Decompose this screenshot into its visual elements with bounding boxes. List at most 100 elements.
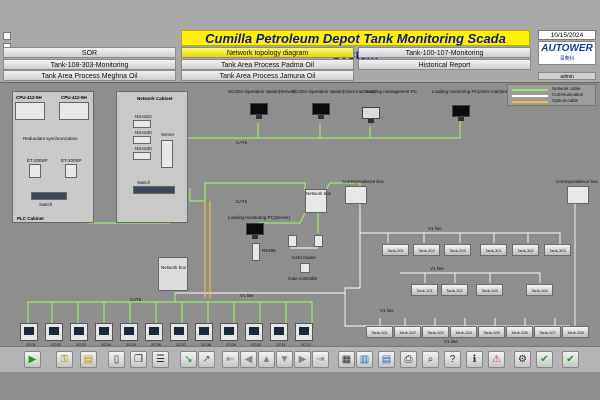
et200-2-label: ET-200SP bbox=[61, 158, 82, 163]
window-restore-icon[interactable] bbox=[3, 32, 11, 40]
zc02-panel[interactable]: ZC02 bbox=[45, 323, 63, 347]
previous-icon[interactable]: ◀ bbox=[240, 351, 257, 368]
nav-historical-report-button[interactable]: Historical Report bbox=[358, 59, 531, 70]
zc07-panel[interactable]: ZC07 bbox=[170, 323, 188, 347]
cpu-module-2[interactable] bbox=[59, 102, 89, 120]
first-page-icon[interactable]: ⇤ bbox=[222, 351, 239, 368]
tank-row2-2[interactable]: Tank-102 bbox=[441, 284, 468, 296]
next-icon[interactable]: ▶ bbox=[294, 351, 311, 368]
cpu-module-1[interactable] bbox=[15, 102, 45, 120]
zc09-panel[interactable]: ZC09 bbox=[220, 323, 238, 347]
plc-switch[interactable] bbox=[31, 192, 67, 200]
folder-icon[interactable]: ▤ bbox=[80, 351, 97, 368]
zc05-panel[interactable]: ZC05 bbox=[120, 323, 138, 347]
tank-row3-7[interactable]: Tank-107 bbox=[534, 326, 561, 338]
zc04-panel[interactable]: ZC04 bbox=[95, 323, 113, 347]
nav-meghna-oil-button[interactable]: Tank Area Process Meghna Oil bbox=[3, 70, 176, 81]
zc12-panel[interactable]: ZC12 bbox=[295, 323, 313, 347]
correspondence-box-right[interactable] bbox=[567, 186, 589, 204]
tank-203[interactable]: Tank-203 bbox=[444, 244, 471, 256]
tank-row3-3[interactable]: Tank-103 bbox=[422, 326, 449, 338]
et200-module-2[interactable] bbox=[65, 164, 77, 178]
print-icon[interactable]: ⎙ bbox=[400, 351, 417, 368]
correspondence-box-left-label: Correspondence box bbox=[342, 179, 384, 184]
cat6-label-3: CAT6 bbox=[130, 297, 142, 302]
search-icon[interactable]: ⌕ bbox=[422, 351, 439, 368]
nsa630-unit-2[interactable] bbox=[133, 152, 151, 160]
user-indicator[interactable]: admin bbox=[538, 72, 596, 80]
play-icon[interactable]: ▶ bbox=[24, 351, 41, 368]
tank-row3-2[interactable]: Tank-102 bbox=[394, 326, 421, 338]
zc10-panel[interactable]: ZC10 bbox=[245, 323, 263, 347]
zc01-panel[interactable]: ZC01 bbox=[20, 323, 38, 347]
nav-padma-oil-button[interactable]: Tank Area Process Padma Oil bbox=[181, 59, 354, 70]
tank-row2-3[interactable]: Tank-103 bbox=[476, 284, 503, 296]
nsa822-unit[interactable] bbox=[133, 120, 151, 128]
plc-cabinet[interactable]: CPU-412-5H CPU-412-5H Redundant synchron… bbox=[12, 91, 94, 223]
arrow-up-right-icon[interactable]: ↗ bbox=[198, 351, 215, 368]
list-icon[interactable]: ☰ bbox=[152, 351, 169, 368]
tank-row3-6[interactable]: Tank-106 bbox=[506, 326, 533, 338]
key-icon[interactable]: ⚿ bbox=[56, 351, 73, 368]
check-icon[interactable]: ✔ bbox=[536, 351, 553, 368]
network-cabinet[interactable]: Network Cabinet NSA822 NSA630 NSA630 Ser… bbox=[116, 91, 188, 223]
settings-icon[interactable]: ⚙ bbox=[514, 351, 531, 368]
tank-row2-4[interactable]: Tank-104 bbox=[526, 284, 553, 296]
nsa630-unit-1[interactable] bbox=[133, 136, 151, 144]
last-page-icon[interactable]: ⇥ bbox=[312, 351, 329, 368]
zc08-panel[interactable]: ZC08 bbox=[195, 323, 213, 347]
correspondence-box-left[interactable] bbox=[345, 186, 367, 204]
network-topology-diagram: CPU-412-5H CPU-412-5H Redundant synchron… bbox=[0, 83, 600, 347]
tank-row3-1[interactable]: Tank-101 bbox=[366, 326, 393, 338]
copy-icon[interactable]: ❐ bbox=[130, 351, 147, 368]
tank-row2-1[interactable]: Tank-101 bbox=[411, 284, 438, 296]
tank-201[interactable]: Tank-201 bbox=[382, 244, 409, 256]
tank-303[interactable]: Tank-303 bbox=[544, 244, 571, 256]
et200-module-1[interactable] bbox=[29, 164, 41, 178]
scada-client-monitor[interactable] bbox=[312, 103, 330, 119]
tank-301[interactable]: Tank-301 bbox=[480, 244, 507, 256]
zc05-label: ZC05 bbox=[126, 342, 136, 347]
loading-pc-server-monitor[interactable] bbox=[246, 223, 264, 239]
zc06-panel[interactable]: ZC06 bbox=[145, 323, 163, 347]
tank-202[interactable]: Tank-202 bbox=[413, 244, 440, 256]
tank-302[interactable]: Tank-302 bbox=[512, 244, 539, 256]
card-reader-1[interactable] bbox=[288, 235, 297, 247]
legend-communication-label: Communication bbox=[552, 92, 584, 97]
card-reader-2[interactable] bbox=[314, 235, 323, 247]
server-unit[interactable] bbox=[161, 140, 173, 168]
network-box-center[interactable] bbox=[305, 189, 327, 213]
network-switch[interactable] bbox=[133, 186, 175, 194]
tank-row3-4[interactable]: Tank-104 bbox=[450, 326, 477, 338]
tank-row3-8[interactable]: Tank-108 bbox=[562, 326, 589, 338]
rs485-converter[interactable] bbox=[252, 243, 260, 261]
scada-server-monitor[interactable] bbox=[250, 103, 268, 119]
nav-network-topology-button[interactable]: Network topology diagram bbox=[181, 47, 354, 58]
zc03-panel[interactable]: ZC03 bbox=[70, 323, 88, 347]
loading-monitoring-client-monitor[interactable] bbox=[452, 105, 470, 121]
help-icon[interactable]: ? bbox=[444, 351, 461, 368]
report-icon[interactable]: ▤ bbox=[378, 351, 395, 368]
network-box-bottom[interactable] bbox=[158, 257, 188, 291]
info-icon[interactable]: ℹ bbox=[466, 351, 483, 368]
nav-sor-button[interactable]: SOR bbox=[3, 47, 176, 58]
legend: Network cable Communication Optical cabl… bbox=[507, 84, 596, 106]
nav-jamuna-oil-button[interactable]: Tank Area Process Jamuna Oil bbox=[181, 70, 354, 81]
down-icon[interactable]: ▼ bbox=[276, 351, 293, 368]
plc-switch-label: Switch bbox=[39, 202, 53, 207]
gate-controller[interactable] bbox=[300, 263, 310, 273]
up-icon[interactable]: ▲ bbox=[258, 351, 275, 368]
alarm-icon[interactable]: ⚠ bbox=[488, 351, 505, 368]
grid-icon[interactable]: ▦ bbox=[338, 351, 355, 368]
document-icon[interactable]: ▯ bbox=[108, 351, 125, 368]
chart-icon[interactable]: ▥ bbox=[356, 351, 373, 368]
nsa630-label-1: NSA630 bbox=[135, 130, 152, 135]
tank-row3-5[interactable]: Tank-105 bbox=[478, 326, 505, 338]
zc11-panel[interactable]: ZC11 bbox=[270, 323, 288, 347]
arrow-down-right-icon[interactable]: ↘ bbox=[180, 351, 197, 368]
legend-optical-cable-label: Optical cable bbox=[552, 98, 579, 103]
double-check-icon[interactable]: ✔ bbox=[562, 351, 579, 368]
nav-tank-108-303-button[interactable]: Tank-108-303-Monitoring bbox=[3, 59, 176, 70]
loading-management-pc[interactable] bbox=[362, 107, 380, 123]
nav-tank-100-107-button[interactable]: Tank-100-107-Monitoring bbox=[358, 47, 531, 58]
